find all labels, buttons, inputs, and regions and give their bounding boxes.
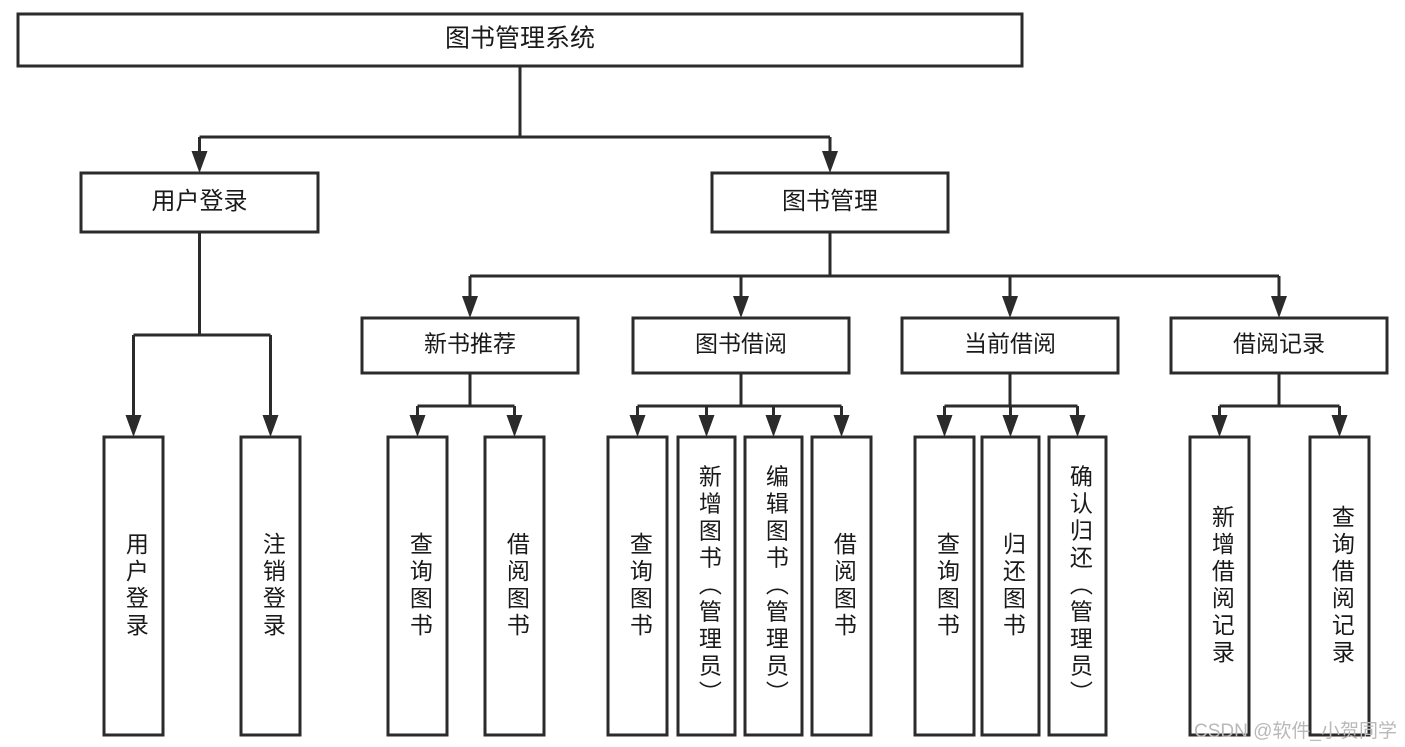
node-box-leaf-user-login — [102, 435, 165, 737]
connector-e-user-login — [125, 232, 279, 437]
connector-e-current-borrow — [936, 373, 1086, 437]
node-label-new-book-rec: 新书推荐 — [424, 331, 516, 357]
node-box-leaf-user-logout — [239, 435, 302, 737]
node-leaf-borrow-book-a[interactable]: 借阅图书 — [483, 435, 546, 737]
node-leaf-user-login[interactable]: 用户登录 — [102, 435, 165, 737]
connector-e-book-borrow — [629, 373, 850, 437]
node-box-leaf-query-book-b — [606, 435, 669, 737]
node-leaf-borrow-book-b[interactable]: 借阅图书 — [810, 435, 873, 737]
node-book-borrow[interactable]: 图书借阅 — [631, 316, 851, 375]
node-label-leaf-user-login: 用户登录 — [122, 532, 149, 640]
node-root[interactable]: 图书管理系统 — [16, 12, 1024, 68]
node-book-manage[interactable]: 图书管理 — [710, 171, 950, 234]
node-box-leaf-query-record — [1308, 435, 1371, 737]
node-leaf-confirm-return[interactable]: 确认归还（管理员） — [1047, 435, 1108, 737]
node-label-book-manage: 图书管理 — [782, 188, 878, 215]
node-box-user-login — [79, 171, 320, 234]
node-label-root: 图书管理系统 — [445, 25, 595, 53]
node-label-leaf-add-book: 新增图书（管理员） — [695, 465, 722, 708]
node-label-leaf-edit-book: 编辑图书（管理员） — [762, 465, 789, 708]
node-box-leaf-edit-book — [743, 435, 804, 737]
node-box-current-borrow — [900, 316, 1120, 375]
node-borrow-record[interactable]: 借阅记录 — [1169, 316, 1389, 375]
node-layer: 图书管理系统用户登录图书管理新书推荐图书借阅当前借阅借阅记录用户登录注销登录查询… — [16, 12, 1389, 737]
node-user-login[interactable]: 用户登录 — [79, 171, 320, 234]
node-label-leaf-query-book-c: 查询图书 — [933, 532, 960, 640]
node-leaf-query-record[interactable]: 查询借阅记录 — [1308, 435, 1371, 737]
connector-e-root — [191, 66, 838, 173]
node-current-borrow[interactable]: 当前借阅 — [900, 316, 1120, 375]
connector-e-new-book-rec — [409, 373, 523, 437]
node-label-leaf-borrow-book-a: 借阅图书 — [503, 532, 530, 640]
node-leaf-user-logout[interactable]: 注销登录 — [239, 435, 302, 737]
node-box-book-manage — [710, 171, 950, 234]
node-leaf-query-book-b[interactable]: 查询图书 — [606, 435, 669, 737]
node-box-leaf-borrow-book-b — [810, 435, 873, 737]
node-box-root — [16, 12, 1024, 68]
connector-e-book-manage — [462, 232, 1287, 318]
node-box-leaf-add-record — [1188, 435, 1251, 737]
node-label-leaf-query-book-b: 查询图书 — [626, 532, 653, 640]
node-label-leaf-add-record: 新增借阅记录 — [1208, 505, 1235, 667]
node-box-leaf-return-book — [980, 435, 1041, 737]
node-leaf-return-book[interactable]: 归还图书 — [980, 435, 1041, 737]
node-leaf-query-book-c[interactable]: 查询图书 — [913, 435, 976, 737]
node-leaf-query-book-a[interactable]: 查询图书 — [386, 435, 449, 737]
node-label-current-borrow: 当前借阅 — [964, 331, 1056, 357]
node-new-book-rec[interactable]: 新书推荐 — [360, 316, 580, 375]
node-label-leaf-query-record: 查询借阅记录 — [1328, 505, 1355, 667]
node-label-leaf-query-book-a: 查询图书 — [406, 532, 433, 640]
node-label-leaf-return-book: 归还图书 — [999, 532, 1026, 640]
node-label-leaf-confirm-return: 确认归还（管理员） — [1066, 465, 1093, 708]
node-box-book-borrow — [631, 316, 851, 375]
connector-e-borrow-record — [1211, 373, 1348, 437]
node-label-book-borrow: 图书借阅 — [695, 331, 787, 357]
node-label-user-login: 用户登录 — [152, 188, 248, 215]
node-label-borrow-record: 借阅记录 — [1233, 331, 1325, 357]
node-leaf-edit-book[interactable]: 编辑图书（管理员） — [743, 435, 804, 737]
node-box-leaf-confirm-return — [1047, 435, 1108, 737]
node-label-leaf-user-logout: 注销登录 — [259, 532, 286, 640]
node-box-leaf-borrow-book-a — [483, 435, 546, 737]
node-box-leaf-query-book-a — [386, 435, 449, 737]
node-box-borrow-record — [1169, 316, 1389, 375]
node-leaf-add-record[interactable]: 新增借阅记录 — [1188, 435, 1251, 737]
node-label-leaf-borrow-book-b: 借阅图书 — [830, 532, 857, 640]
node-box-leaf-query-book-c — [913, 435, 976, 737]
node-box-leaf-add-book — [676, 435, 737, 737]
node-box-new-book-rec — [360, 316, 580, 375]
edge-layer — [125, 66, 1348, 437]
node-leaf-add-book[interactable]: 新增图书（管理员） — [676, 435, 737, 737]
